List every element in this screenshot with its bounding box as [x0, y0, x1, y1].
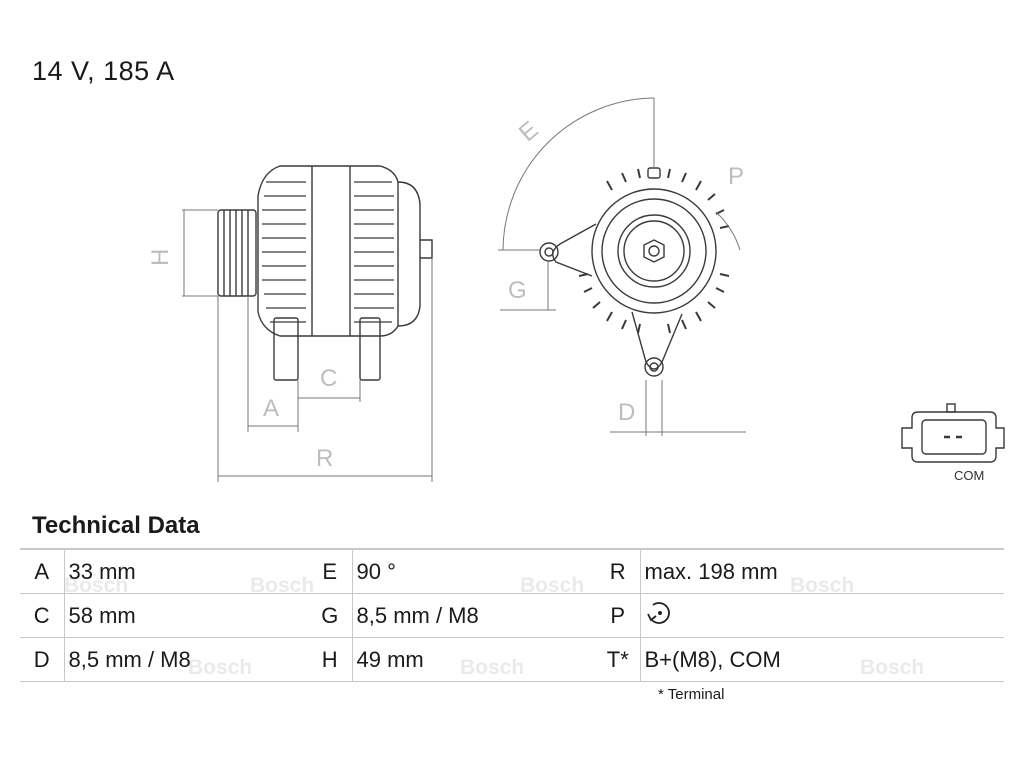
com-connector-icon: [901, 403, 1005, 463]
dim-label-c: C: [320, 365, 337, 392]
dim-label-a: A: [263, 395, 279, 422]
spec-value: 33 mm: [63, 548, 308, 594]
spec-value: 58 mm: [63, 593, 308, 638]
spec-value: 49 mm: [351, 637, 596, 682]
alternator-side-view: [182, 165, 433, 482]
spec-key: D: [20, 637, 64, 682]
spec-key: P: [596, 593, 640, 638]
dim-label-p: P: [728, 163, 744, 190]
spec-value: 90 °: [351, 548, 596, 594]
alternator-technical-drawing: H A C R E G P D: [147, 97, 1005, 483]
spec-key: E: [308, 548, 352, 594]
spec-key: G: [308, 593, 352, 638]
dim-label-d: D: [618, 399, 635, 426]
alternator-front-view: [498, 97, 746, 436]
spec-key: R: [596, 548, 640, 594]
spec-value: [639, 593, 1004, 638]
dim-label-h: H: [147, 249, 174, 266]
spec-key: H: [308, 637, 352, 682]
dim-label-e: E: [514, 116, 544, 147]
spec-value: B+(M8), COM: [639, 637, 1004, 682]
product-title: 14 V, 185 A: [32, 56, 175, 86]
spec-key: C: [20, 593, 64, 638]
spec-key: A: [20, 548, 64, 594]
dim-label-g: G: [508, 277, 527, 304]
spec-value: 8,5 mm / M8: [63, 637, 308, 682]
clockwise-rotation-icon: [645, 599, 675, 633]
spec-value: max. 198 mm: [639, 548, 1004, 594]
spec-key: T*: [596, 637, 640, 682]
section-title: Technical Data: [32, 512, 200, 539]
terminal-footnote: * Terminal: [658, 686, 725, 703]
connector-label: COM: [954, 468, 984, 483]
spec-value: 8,5 mm / M8: [351, 593, 596, 638]
dim-label-r: R: [316, 445, 333, 472]
